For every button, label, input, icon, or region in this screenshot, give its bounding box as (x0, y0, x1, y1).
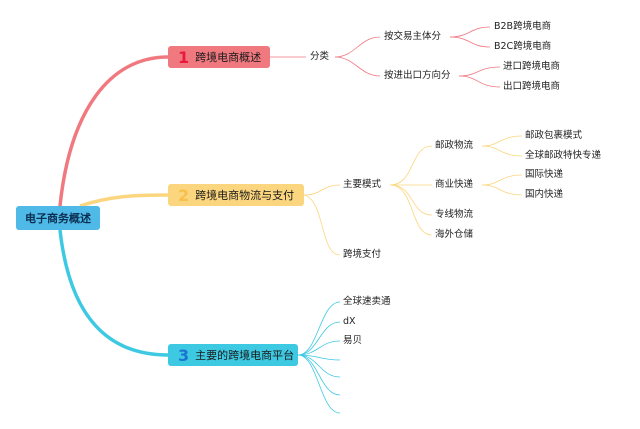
node-overseas-warehouse[interactable]: 海外仓储 (435, 229, 474, 240)
link-root-branch1 (58, 55, 169, 207)
branch-1-label: 跨境电商概述 (195, 51, 262, 64)
branch-2-node[interactable]: 2 跨境电商物流与支付 (168, 184, 304, 206)
branch-1-number: 1 (178, 47, 190, 67)
node-b2b[interactable]: B2B跨境电商 (494, 21, 552, 32)
node-intl-express[interactable]: 国际快递 (525, 169, 564, 180)
node-b2c[interactable]: B2C跨境电商 (494, 41, 552, 52)
link-root-branch2 (79, 193, 169, 208)
node-postal[interactable]: 邮政物流 (435, 140, 474, 151)
node-main-modes[interactable]: 主要模式 (343, 179, 382, 190)
node-import[interactable]: 进口跨境电商 (503, 61, 561, 72)
branch-2-label: 跨境电商物流与支付 (195, 189, 295, 202)
node-dx[interactable]: dX (343, 316, 356, 327)
node-postal-parcel[interactable]: 邮政包裹模式 (525, 130, 583, 141)
node-domestic-express[interactable]: 国内快递 (525, 189, 564, 200)
node-by-trade-party[interactable]: 按交易主体分 (384, 31, 442, 42)
branch-1-node[interactable]: 1 跨境电商概述 (168, 46, 270, 68)
node-payment[interactable]: 跨境支付 (343, 249, 382, 260)
node-aliexpress[interactable]: 全球速卖通 (343, 296, 391, 307)
branch-3-label: 主要的跨境电商平台 (195, 349, 295, 362)
link-root-branch3 (58, 229, 169, 357)
branch-3-node[interactable]: 3 主要的跨境电商平台 (168, 344, 298, 366)
root-label: 电子商务概述 (25, 212, 91, 225)
root-node[interactable]: 电子商务概述 (16, 206, 100, 230)
node-ems[interactable]: 全球邮政特快专递 (525, 150, 602, 161)
branch-3-number: 3 (178, 345, 190, 365)
branch-2-number: 2 (178, 185, 190, 205)
node-express[interactable]: 商业快递 (435, 179, 474, 190)
node-ebay[interactable]: 易贝 (343, 335, 363, 346)
node-by-direction[interactable]: 按进出口方向分 (384, 70, 451, 81)
node-dedicated-line[interactable]: 专线物流 (435, 209, 474, 220)
node-classification[interactable]: 分类 (310, 51, 330, 62)
node-export[interactable]: 出口跨境电商 (503, 81, 561, 92)
